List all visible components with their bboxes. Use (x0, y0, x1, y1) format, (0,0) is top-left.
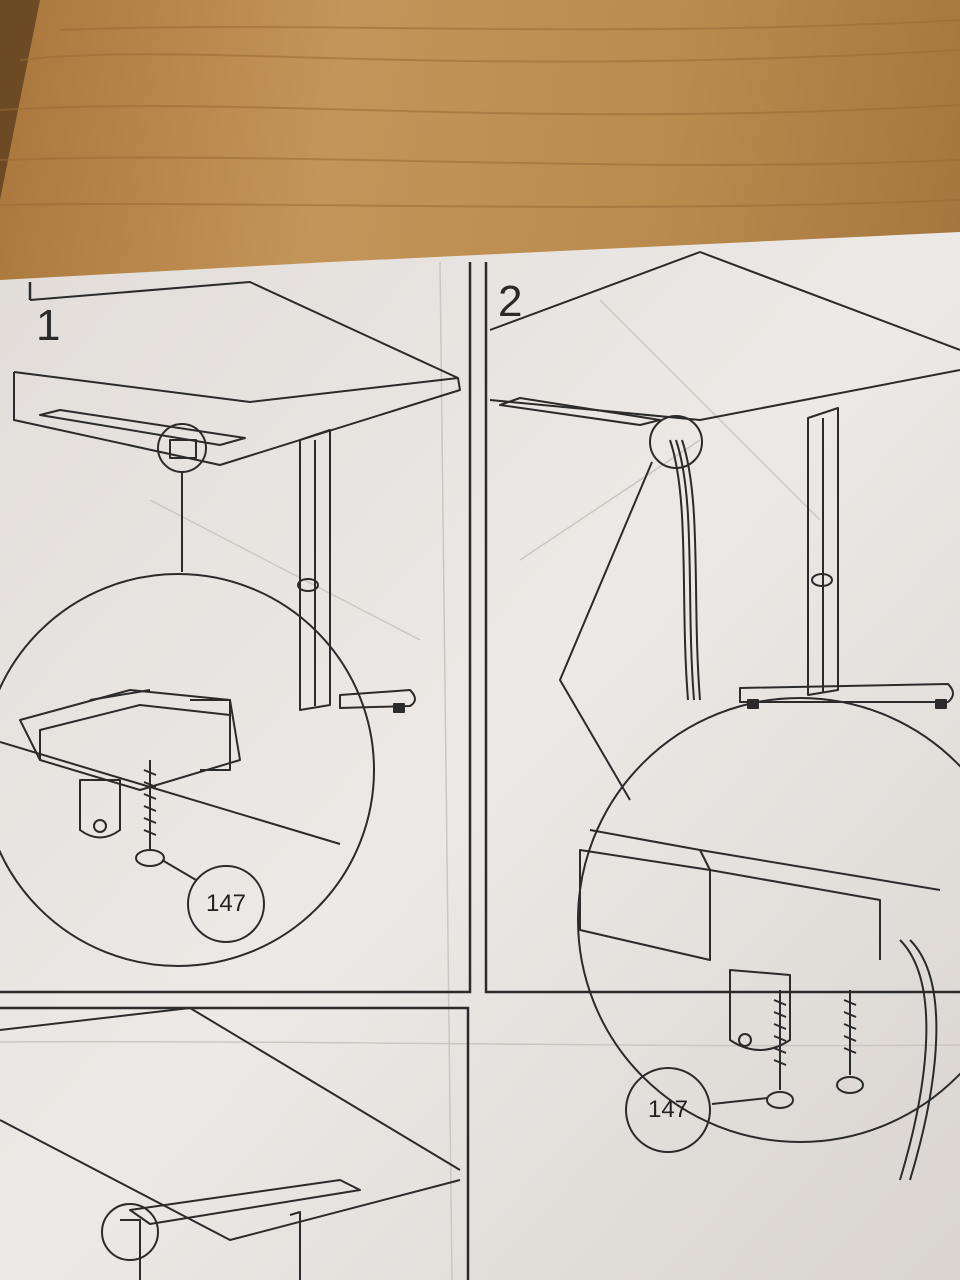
part-label-step-1: 147 (205, 890, 247, 917)
part-label-step-2: 147 (647, 1096, 689, 1123)
step-number-1: 1 (36, 301, 61, 350)
step-number-2: 2 (498, 277, 523, 326)
